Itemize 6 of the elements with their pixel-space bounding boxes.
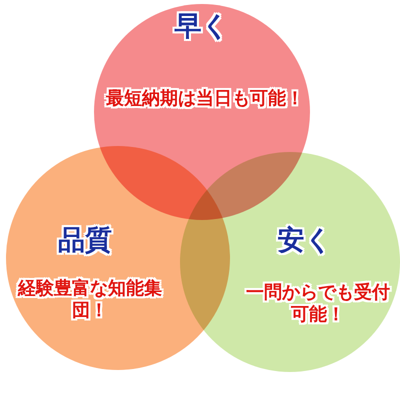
circle-heading: 品質: [57, 224, 113, 258]
circle-heading: 安く: [276, 224, 334, 258]
circle-heading: 早く: [174, 10, 230, 44]
circle-text: 最短納期は当日も可能！: [105, 88, 305, 110]
circle-text: 経験豊富な知能集団！: [16, 278, 163, 322]
circle-text: 一問からでも受付可能！: [245, 282, 391, 326]
